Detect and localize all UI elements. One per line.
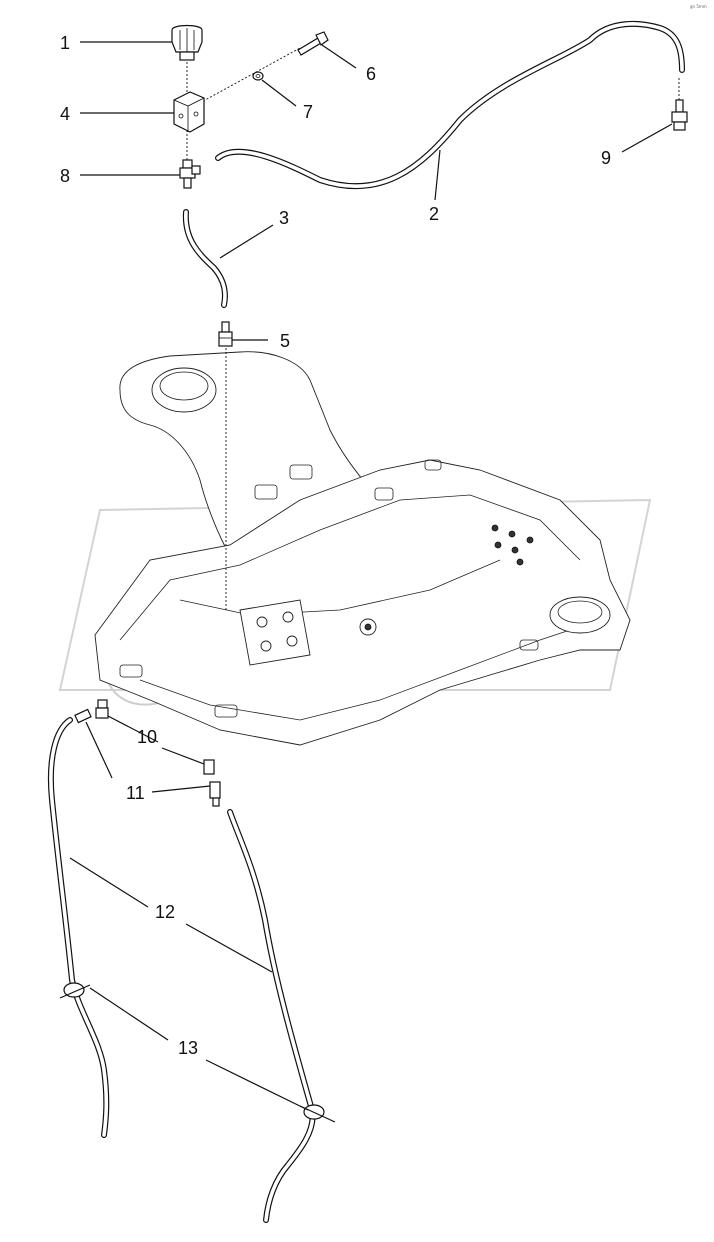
main-platform	[94, 459, 631, 746]
callout-13: 13	[178, 1038, 198, 1058]
part-10-elbow	[95, 699, 215, 775]
hose-2	[215, 20, 685, 190]
callout-3: 3	[279, 208, 289, 228]
part-9-fitting	[671, 99, 688, 131]
chassis-frame	[94, 351, 631, 746]
callout-8: 8	[60, 166, 70, 186]
callout-5: 5	[280, 331, 290, 351]
valve-block-ports	[359, 524, 534, 636]
hose-12-right	[227, 809, 316, 1223]
callout-12: 12	[155, 902, 175, 922]
callout-9: 9	[601, 148, 611, 168]
boom-pivot-hole	[151, 367, 217, 413]
callout-1: 1	[60, 33, 70, 53]
callout-11: 11	[126, 783, 145, 803]
part-13-clamp	[59, 982, 336, 1123]
callout-10: 10	[137, 727, 157, 747]
part-11-connector	[74, 708, 221, 807]
part-8-fitting	[179, 159, 201, 189]
part-4-block	[173, 91, 205, 133]
hose-3	[182, 209, 228, 308]
callout-2: 2	[429, 204, 439, 224]
part-5-fitting	[218, 321, 233, 347]
frame-pivot-hole	[549, 596, 611, 634]
corner-mark: gn 5mm	[690, 4, 707, 9]
part-6-bolt	[297, 31, 329, 56]
callout-labels: 1 2 3 4 5 6 7 8 9 10 11 12 13	[60, 33, 611, 1058]
callout-6: 6	[366, 64, 376, 84]
mount-plate	[239, 599, 311, 666]
hose-12-left	[47, 717, 110, 1138]
callout-7: 7	[303, 102, 313, 122]
part-7-washer	[252, 71, 264, 81]
callout-4: 4	[60, 104, 70, 124]
callout-leaders	[69, 41, 673, 1111]
part-1-cap	[171, 24, 203, 61]
